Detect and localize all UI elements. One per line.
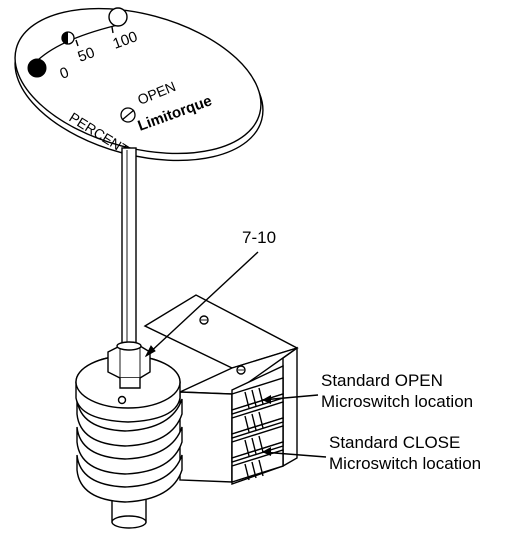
open-switch-label-line2: Microswitch location [321, 392, 473, 411]
position-indicator-dial: 0 50 100 PERCENT OPEN Limitorque [14, 7, 264, 162]
open-switch-label-line1: Standard OPEN [321, 371, 443, 390]
valve-position-symbol-icon [120, 107, 136, 123]
microswitch-stack [231, 377, 284, 483]
open-indicator-icon [108, 7, 128, 27]
scale-label-50: 50 [76, 44, 97, 66]
callout-open-microswitch: Standard OPEN Microswitch location [261, 371, 473, 411]
cam-stack [75, 341, 183, 529]
indicator-shaft [121, 147, 137, 351]
callout-close-microswitch: Standard CLOSE Microswitch location [261, 433, 481, 473]
close-switch-label-line2: Microswitch location [329, 454, 481, 473]
close-switch-label-line1: Standard CLOSE [329, 433, 460, 452]
part-ref-label: 7-10 [242, 228, 276, 247]
closed-indicator-icon [27, 58, 47, 78]
callout-7-10: 7-10 [144, 228, 276, 358]
half-open-indicator-icon [61, 31, 75, 45]
